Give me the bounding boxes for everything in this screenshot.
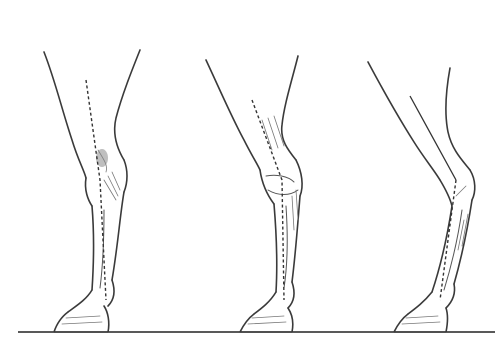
leg-3-hoof-shading: [402, 316, 440, 324]
leg-2-cannon-back: [292, 196, 300, 282]
leg-1-hoof-shading: [62, 316, 102, 324]
leg-3-axis-line-lower: [440, 180, 456, 300]
leg-2-forearm-back: [282, 56, 298, 160]
leg-2-cannon-front: [274, 204, 277, 292]
leg-3-fetlock-back: [446, 284, 455, 308]
leg-2: [206, 56, 302, 332]
leg-3-cannon-front: [432, 206, 452, 292]
leg-2-hoof-shading: [248, 316, 286, 324]
leg-3: [368, 62, 475, 332]
leg-1: [44, 50, 140, 332]
leg-3-pastern-front: [408, 292, 432, 314]
leg-3-shading: [456, 186, 468, 250]
leg-3-knee-front: [440, 180, 452, 206]
leg-3-forearm-front: [368, 62, 440, 180]
leg-3-tendon: [444, 210, 462, 290]
leg-2-forearm-front: [206, 60, 260, 170]
leg-1-forearm-front: [44, 52, 86, 178]
leg-3-knee-back: [470, 170, 475, 200]
leg-1-forearm-back: [115, 50, 140, 160]
leg-1-cannon-back: [112, 192, 124, 280]
leg-2-fetlock-back: [288, 282, 294, 308]
leg-2-tendon: [284, 206, 287, 288]
leg-3-forearm-back: [446, 68, 470, 170]
leg-2-hoof: [240, 308, 293, 332]
leg-1-fetlock-back: [108, 280, 114, 306]
leg-1-knee-back: [124, 160, 127, 192]
leg-1-cannon-front: [92, 206, 94, 290]
leg-1-knee-front: [85, 178, 92, 206]
leg-1-tendon: [100, 210, 104, 288]
leg-2-axis-line: [252, 100, 284, 300]
leg-1-hoof: [54, 306, 109, 332]
leg-2-pastern-front: [254, 292, 276, 314]
leg-1-axis-line: [86, 80, 106, 300]
leg-1-pastern-front: [68, 290, 92, 312]
leg-3-hoof: [394, 308, 448, 332]
